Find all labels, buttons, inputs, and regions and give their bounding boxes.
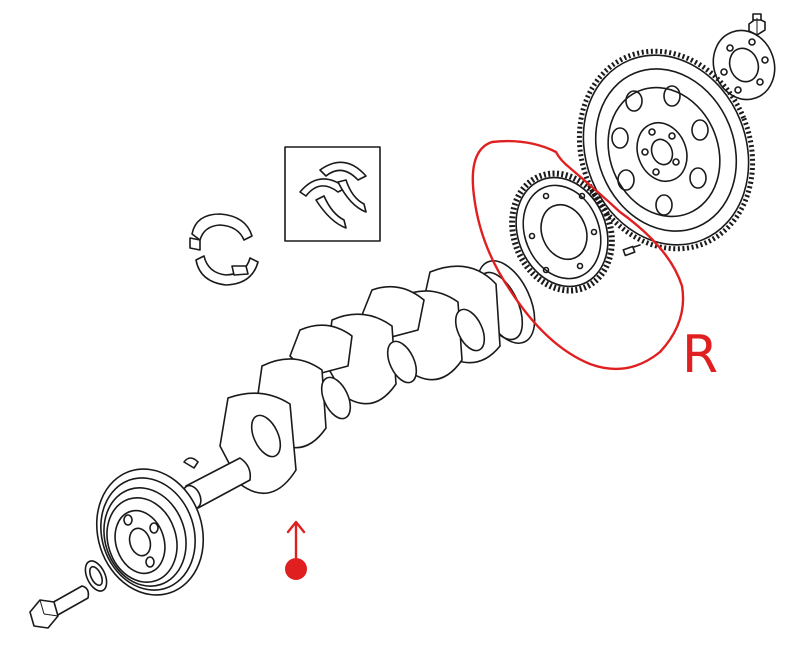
red-arrow-annotation (285, 520, 307, 580)
dowel-pin-icon (622, 244, 641, 257)
red-dot-marker (285, 558, 307, 580)
main-bearing-icon (189, 213, 259, 286)
handwritten-r-label: R (682, 325, 718, 385)
flywheel-icon (576, 48, 756, 252)
vibration-damper-icon (95, 468, 205, 596)
red-circle-annotation (471, 139, 685, 371)
crankshaft-icon (182, 260, 536, 510)
damper-bolt-icon (29, 585, 90, 629)
thrust-washer-box (284, 146, 381, 242)
woodruff-key-icon (183, 457, 199, 469)
adapter-plate-icon (712, 29, 776, 101)
flex-plate-icon (509, 170, 615, 294)
washer-icon (84, 560, 108, 592)
